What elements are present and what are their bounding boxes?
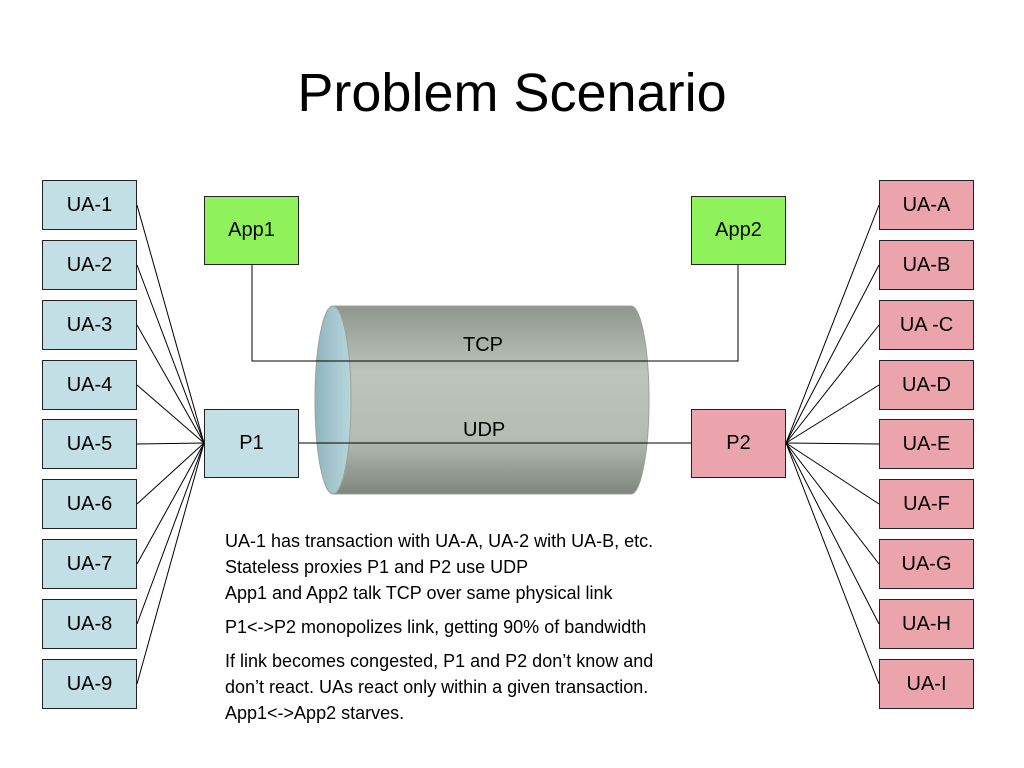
scenario-notes: UA-1 has transaction with UA-A, UA-2 wit…	[225, 528, 805, 734]
ua-right-link	[785, 264, 880, 444]
ua-box-right-4: UA-D	[879, 360, 974, 410]
ua-box-right-1: UA-A	[879, 180, 974, 230]
app1-box: App1	[204, 196, 299, 265]
ua-left-link	[136, 264, 205, 444]
ua-box-left-9: UA-9	[42, 659, 137, 709]
ua-right-link	[785, 442, 880, 625]
tcp-connection-line	[251, 265, 739, 362]
ua-right-link	[785, 442, 880, 445]
ua-box-right-7: UA-G	[879, 539, 974, 589]
ua-right-link	[785, 204, 880, 444]
ua-right-link	[785, 442, 880, 565]
tcp-label: TCP	[463, 334, 503, 356]
ua-left-link	[136, 324, 205, 444]
ua-box-left-4: UA-4	[42, 360, 137, 410]
note-line: Stateless proxies P1 and P2 use UDP	[225, 557, 529, 577]
note-line: P1<->P2 monopolizes link, getting 90% of…	[225, 617, 647, 637]
proxy-p2-box: P2	[691, 409, 786, 478]
ua-box-left-1: UA-1	[42, 180, 137, 230]
note-line: App1 and App2 talk TCP over same physica…	[225, 583, 613, 603]
page-title: Problem Scenario	[297, 63, 727, 123]
proxy-p1-box: P1	[204, 409, 299, 478]
note-line: UA-1 has transaction with UA-A, UA-2 wit…	[225, 531, 654, 551]
note-line: don’t react. UAs react only within a giv…	[225, 677, 649, 697]
ua-box-left-2: UA-2	[42, 240, 137, 290]
notes-paragraph: UA-1 has transaction with UA-A, UA-2 wit…	[225, 528, 805, 606]
note-line: If link becomes congested, P1 and P2 don…	[225, 651, 654, 671]
ua-box-left-8: UA-8	[42, 599, 137, 649]
ua-left-link	[136, 442, 205, 685]
ua-connection-lines	[136, 204, 880, 685]
ua-box-right-8: UA-H	[879, 599, 974, 649]
ua-box-right-5: UA-E	[879, 419, 974, 469]
ua-box-left-6: UA-6	[42, 479, 137, 529]
ua-box-right-2: UA-B	[879, 240, 974, 290]
ua-box-right-6: UA-F	[879, 479, 974, 529]
ua-right-link	[785, 324, 880, 444]
ua-box-right-3: UA -C	[879, 300, 974, 350]
network-pipe	[314, 305, 650, 495]
ua-right-link	[785, 384, 880, 444]
ua-box-left-3: UA-3	[42, 300, 137, 350]
ua-right-link	[785, 442, 880, 685]
ua-left-link	[136, 442, 205, 625]
ua-left-link	[136, 442, 205, 505]
notes-paragraph: If link becomes congested, P1 and P2 don…	[225, 648, 805, 726]
ua-box-right-9: UA-I	[879, 659, 974, 709]
ua-left-link	[136, 204, 205, 444]
app2-box: App2	[691, 196, 786, 265]
ua-box-left-7: UA-7	[42, 539, 137, 589]
notes-paragraph: P1<->P2 monopolizes link, getting 90% of…	[225, 614, 805, 640]
ua-left-link	[136, 384, 205, 444]
ua-box-left-5: UA-5	[42, 419, 137, 469]
ua-right-link	[785, 442, 880, 505]
ua-left-link	[136, 442, 205, 565]
note-line: App1<->App2 starves.	[225, 703, 405, 723]
udp-label: UDP	[463, 419, 506, 441]
ua-left-link	[136, 442, 205, 445]
